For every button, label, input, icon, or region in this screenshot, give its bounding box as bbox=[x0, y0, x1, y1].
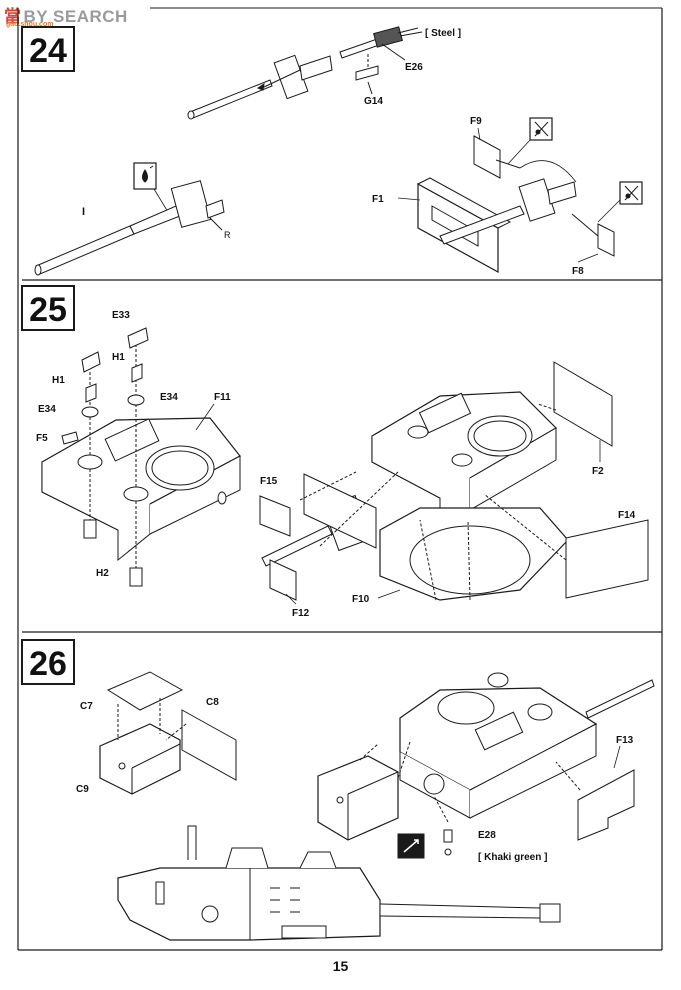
step-24-box bbox=[21, 26, 75, 72]
mantlet-assembly-right bbox=[416, 135, 615, 274]
label-r: R bbox=[224, 230, 231, 240]
cut-callout-icon-top bbox=[529, 117, 553, 141]
step-25: 25 bbox=[21, 285, 75, 331]
watermark-sub: gao.shou.com bbox=[6, 21, 54, 28]
step-26-box bbox=[21, 639, 75, 685]
turret-side-view bbox=[117, 825, 561, 941]
label-roman-i: I bbox=[82, 206, 85, 218]
label-khaki-green: [ Khaki green ] bbox=[478, 852, 547, 863]
label-e33: E33 bbox=[112, 310, 130, 321]
label-f10: F10 bbox=[352, 594, 370, 605]
label-h2: H2 bbox=[96, 568, 109, 579]
barrel-assembly-left bbox=[34, 180, 225, 276]
step-24-number: 24 bbox=[29, 32, 67, 70]
label-h1-right: H1 bbox=[112, 352, 125, 363]
label-f11: F11 bbox=[214, 392, 231, 403]
turret-assembly-right bbox=[317, 672, 655, 856]
step-25-box bbox=[21, 285, 75, 331]
cut-callout-icon-bottom bbox=[619, 181, 643, 205]
label-f12: F12 bbox=[292, 608, 310, 619]
label-f8: F8 bbox=[572, 266, 584, 277]
step-26: 26 bbox=[21, 639, 75, 685]
label-c9: C9 bbox=[76, 784, 89, 795]
label-f9: F9 bbox=[470, 116, 482, 127]
watermark-brand-en: BY SEARCH bbox=[23, 7, 128, 26]
label-e28: E28 bbox=[478, 830, 496, 841]
turret-roof-left bbox=[41, 327, 241, 587]
label-h1-left: H1 bbox=[52, 375, 65, 386]
label-f15: F15 bbox=[260, 476, 278, 487]
step-24: 24 bbox=[21, 26, 75, 72]
label-f2: F2 bbox=[592, 466, 604, 477]
turret-assembly-center bbox=[259, 361, 649, 601]
label-steel: [ Steel ] bbox=[425, 28, 461, 39]
watermark-brand-cn: 當 bbox=[4, 7, 22, 26]
label-e34-right: E34 bbox=[160, 392, 178, 403]
label-f1: F1 bbox=[372, 194, 384, 205]
label-g14: G14 bbox=[364, 96, 383, 107]
label-c7: C7 bbox=[80, 701, 93, 712]
paint-callout-icon bbox=[133, 162, 157, 190]
label-f5: F5 bbox=[36, 433, 48, 444]
label-c8: C8 bbox=[206, 697, 219, 708]
label-f13: F13 bbox=[616, 735, 634, 746]
swap-arrows-icon bbox=[397, 833, 425, 859]
label-e34-left: E34 bbox=[38, 404, 56, 415]
label-e26: E26 bbox=[405, 62, 423, 73]
barrel-assembly-top bbox=[187, 26, 423, 120]
step-26-number: 26 bbox=[29, 645, 67, 683]
page-number: 15 bbox=[332, 958, 349, 974]
stowage-bin-left bbox=[99, 671, 237, 795]
label-f14: F14 bbox=[618, 510, 636, 521]
step-25-number: 25 bbox=[29, 291, 67, 329]
